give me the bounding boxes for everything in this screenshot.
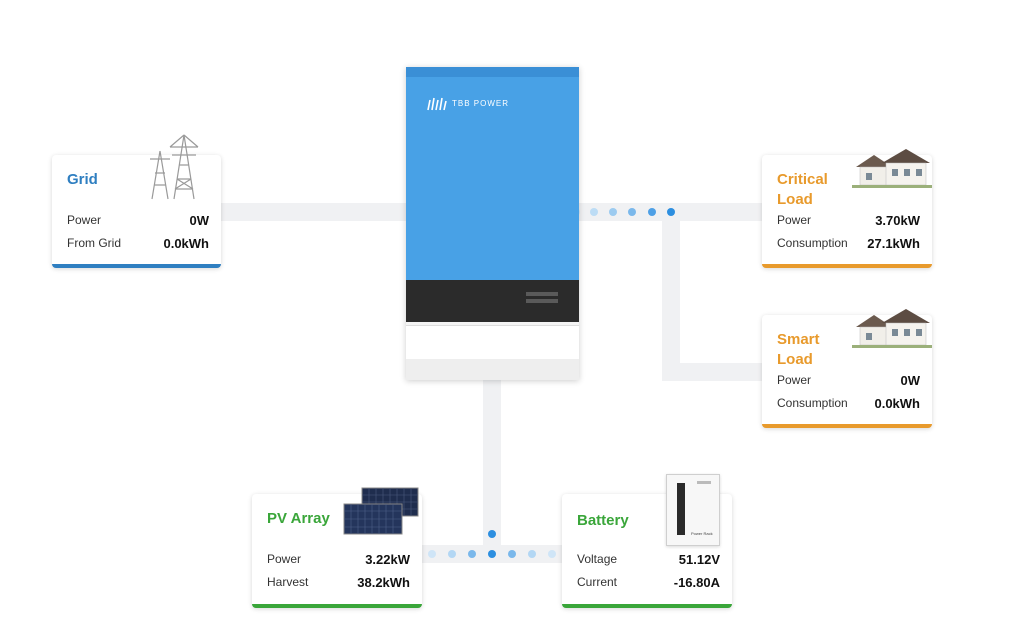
flow-dot [488, 550, 496, 558]
grid-from-grid-label: From Grid [67, 236, 121, 250]
house-icon [852, 149, 932, 188]
battery-card[interactable]: Battery Power Rack Voltage 51.12V Curren… [562, 474, 732, 608]
grid-from-grid-row: From Grid 0.0kWh [67, 236, 209, 254]
pv-array-card[interactable]: PV Array Power 3.22kW Harvest 38.2kWh [252, 487, 422, 608]
smart-load-card[interactable]: Smart Load Power 0W Consumption 0.0kWh [762, 309, 932, 428]
pv-array-power-row: Power 3.22kW [267, 552, 410, 570]
grid-title: Grid [67, 171, 98, 188]
flow-dot [609, 208, 617, 216]
battery-current-row: Current -16.80A [577, 575, 720, 593]
logo-mark-icon [427, 97, 447, 111]
inverter-bottom [406, 359, 579, 380]
smart-load-power-label: Power [777, 373, 812, 387]
brand-name: TBB POWER [452, 99, 510, 108]
inverter-display-panel [406, 280, 579, 322]
critical-load-consumption-row: Consumption 27.1kWh [777, 236, 920, 254]
smart-load-consumption-value: 0.0kWh [874, 396, 920, 411]
battery-voltage-label: Voltage [577, 552, 618, 566]
critical-load-power-row: Power 3.70kW [777, 213, 920, 231]
grid-power-row: Power 0W [67, 213, 209, 231]
pv-array-harvest-row: Harvest 38.2kWh [267, 575, 410, 593]
flow-dot [428, 550, 436, 558]
inverter-body [406, 77, 579, 280]
inverter: TBB POWER [406, 67, 579, 380]
grid-power-label: Power [67, 213, 102, 227]
critical-load-title-line1: Critical [777, 171, 828, 188]
battery-voltage-row: Voltage 51.12V [577, 552, 720, 570]
inverter-top-strip [406, 67, 579, 77]
critical-load-power-label: Power [777, 213, 812, 227]
grid-from-grid-value: 0.0kWh [163, 236, 209, 251]
smart-load-power-value: 0W [900, 373, 921, 388]
battery-icon: Power Rack [666, 474, 720, 546]
battery-voltage-value: 51.12V [678, 552, 720, 567]
display-indicator [526, 292, 558, 296]
display-indicator [526, 299, 558, 303]
flow-dot [468, 550, 476, 558]
flow-dot [648, 208, 656, 216]
smart-load-wire-horizontal [662, 363, 765, 381]
battery-indicator-bar [677, 483, 685, 535]
grid-power-value: 0W [189, 213, 210, 228]
flow-dot [667, 208, 675, 216]
transmission-tower-icon [150, 134, 199, 200]
pv-array-harvest-label: Harvest [267, 575, 309, 589]
flow-dot [448, 550, 456, 558]
critical-load-consumption-value: 27.1kWh [867, 236, 920, 251]
critical-load-consumption-label: Consumption [777, 236, 848, 250]
smart-load-consumption-row: Consumption 0.0kWh [777, 396, 920, 414]
battery-current-value: -16.80A [673, 575, 720, 590]
flow-dot [488, 530, 496, 538]
smart-load-power-row: Power 0W [777, 373, 920, 391]
battery-brand-mark [697, 481, 711, 484]
critical-load-title: Critical Load [777, 170, 828, 210]
critical-load-power-value: 3.70kW [875, 213, 920, 228]
smart-load-title-line1: Smart [777, 331, 820, 348]
smart-load-title: Smart Load [777, 330, 820, 370]
house-icon [852, 309, 932, 348]
flow-dot [528, 550, 536, 558]
smart-load-title-line2: Load [777, 351, 813, 368]
flow-dot [590, 208, 598, 216]
flow-dot [508, 550, 516, 558]
inverter-base [406, 325, 579, 360]
smart-load-consumption-label: Consumption [777, 396, 848, 410]
grid-card[interactable]: Grid Power 0W From Grid 0.0kWh [52, 134, 221, 268]
smart-load-wire-vertical [662, 203, 680, 381]
critical-load-title-line2: Load [777, 191, 813, 208]
pv-array-harvest-value: 38.2kWh [357, 575, 410, 590]
battery-unit-label: Power Rack [691, 531, 713, 536]
pv-array-title: PV Array [267, 510, 330, 527]
solar-panel-icon [343, 487, 419, 535]
flow-dot [548, 550, 556, 558]
bottom-wire-vertical [483, 378, 501, 563]
pv-array-power-label: Power [267, 552, 302, 566]
battery-current-label: Current [577, 575, 618, 589]
battery-title: Battery [577, 512, 629, 529]
critical-load-card[interactable]: Critical Load Power 3.70kW Consumption 2… [762, 149, 932, 268]
pv-array-power-value: 3.22kW [365, 552, 410, 567]
grid-wire [220, 203, 410, 221]
flow-dot [628, 208, 636, 216]
